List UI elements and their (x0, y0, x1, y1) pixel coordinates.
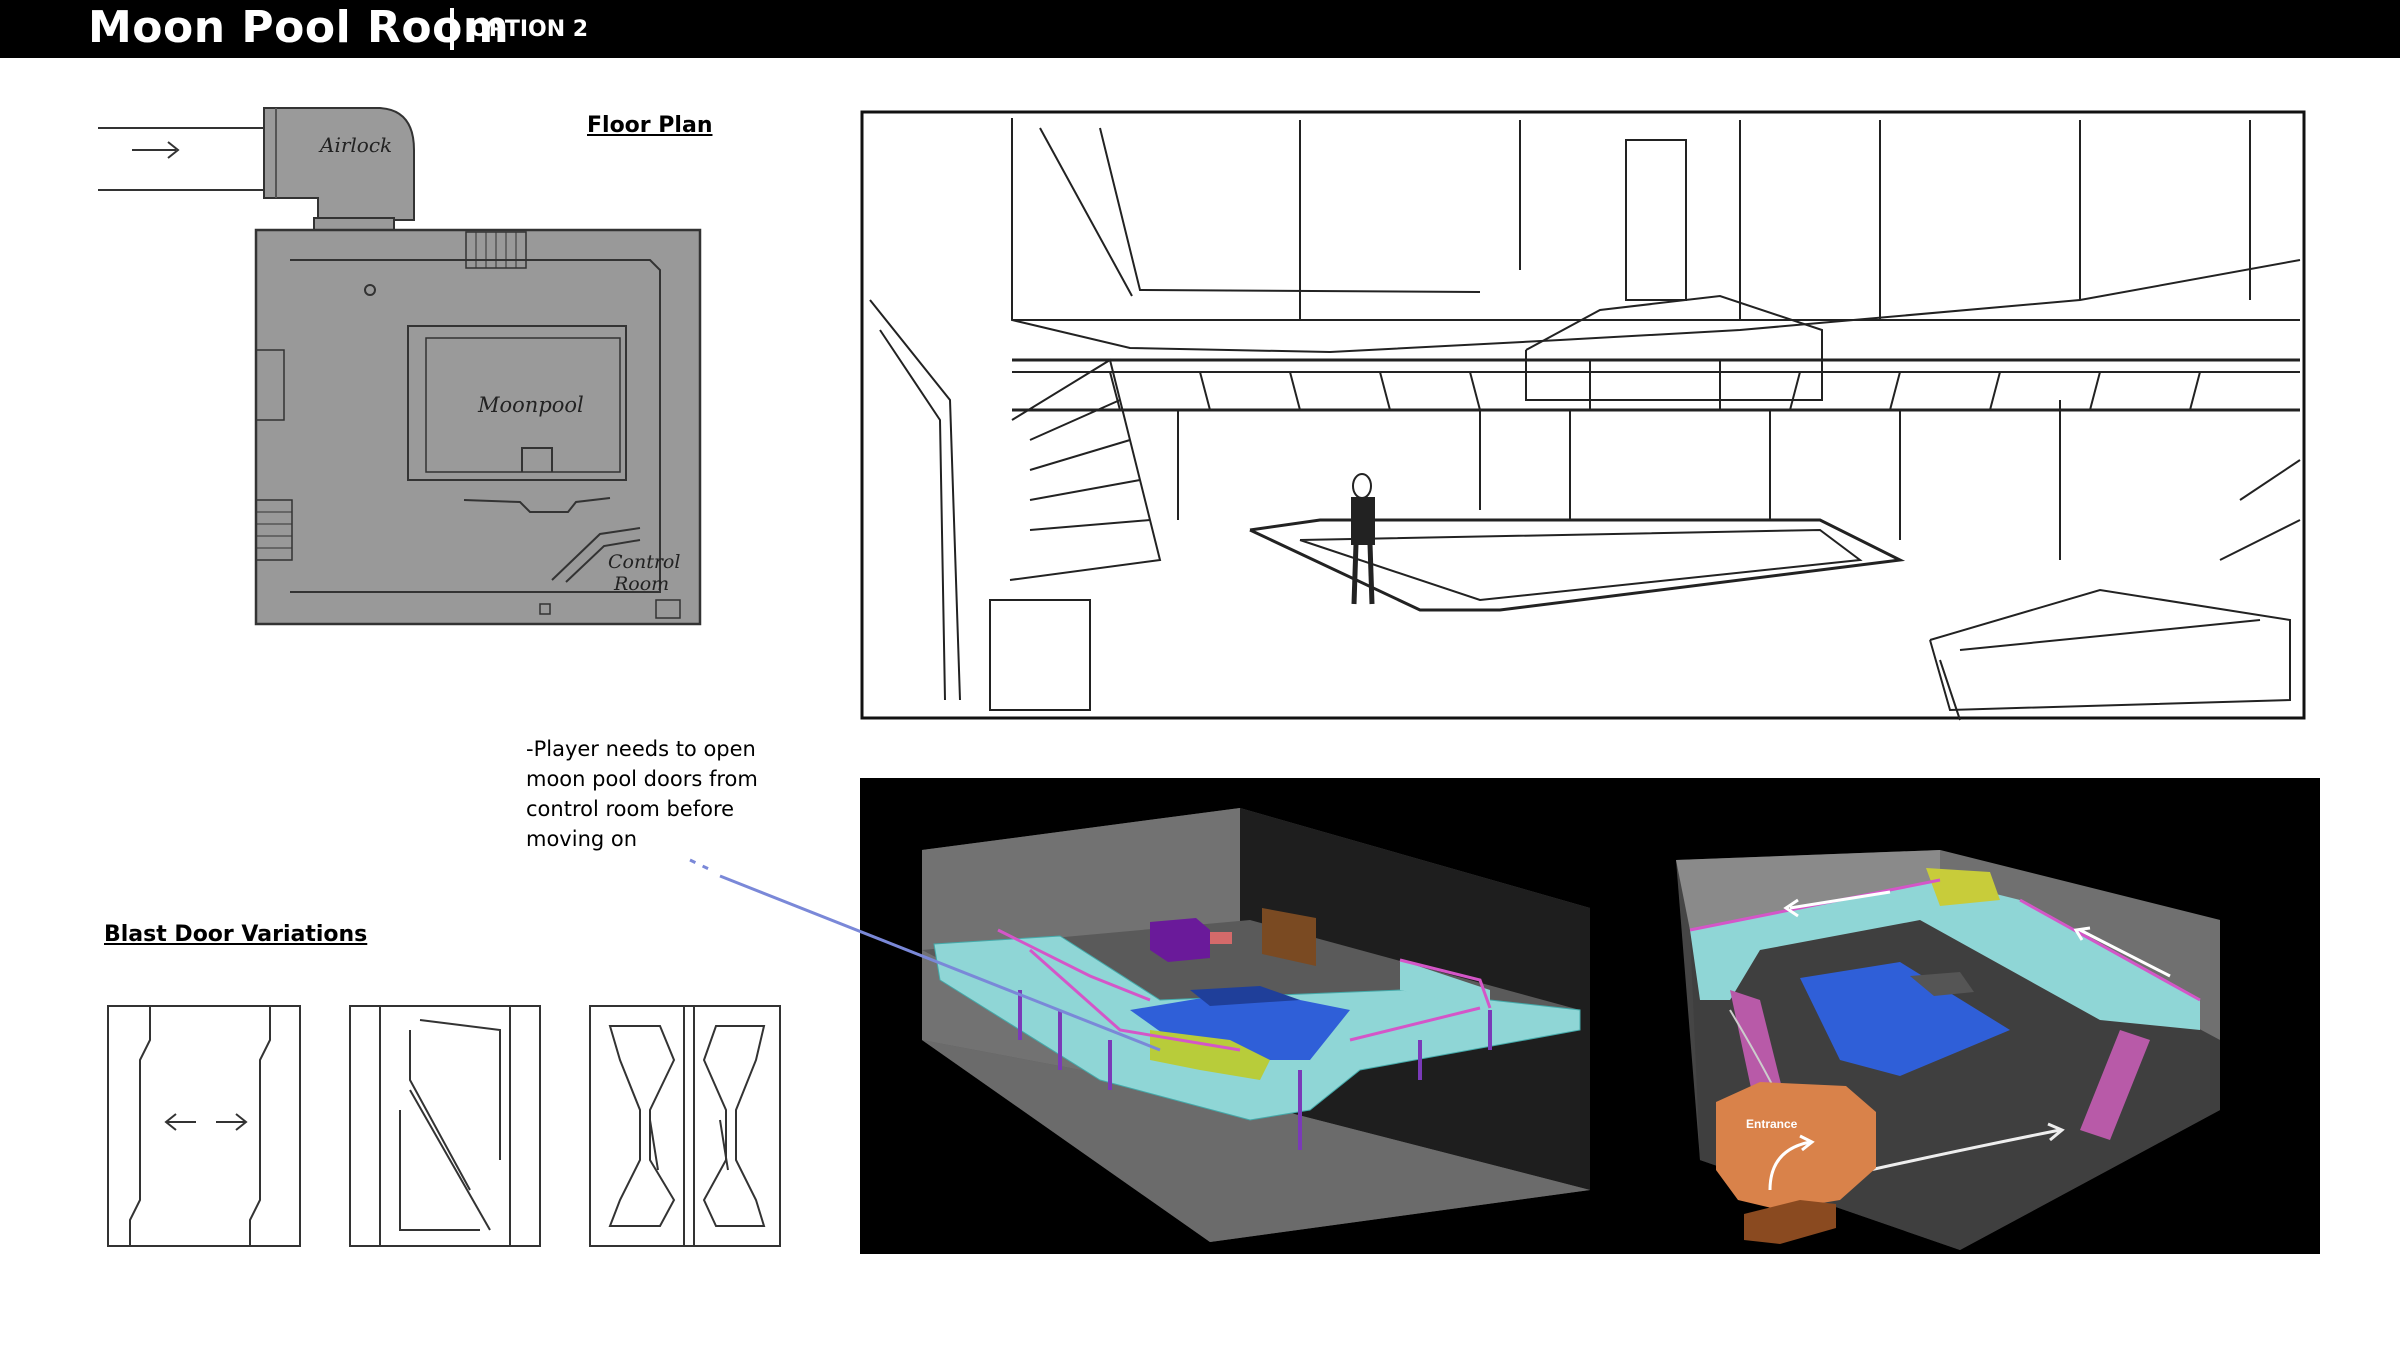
airlock-label: Airlock (318, 133, 392, 157)
note-line: -Player needs to open (526, 737, 756, 761)
render-right-room (1676, 850, 2220, 1250)
annotation-leader (719, 874, 1161, 1052)
floor-plan-heading: Floor Plan (587, 113, 713, 138)
control-room-label: Control (608, 551, 680, 573)
blast-door-option-1 (107, 1005, 301, 1247)
render-left-room (922, 808, 1590, 1242)
page-subtitle: OPTION 2 (470, 17, 589, 42)
page-title: Moon Pool Room (88, 2, 510, 53)
note-line: moving on (526, 827, 638, 851)
moonpool-label: Moonpool (477, 393, 584, 417)
annotation-leader (689, 858, 716, 874)
header-bar (0, 0, 2400, 58)
design-note: -Player needs to open moon pool doors fr… (526, 734, 826, 854)
main-room (254, 228, 702, 626)
control-room-label: Room (613, 573, 669, 595)
title-separator (450, 8, 454, 50)
blast-door-option-2 (349, 1005, 541, 1247)
entrance-label: Entrance (1746, 1117, 1798, 1131)
blast-door-option-3 (589, 1005, 781, 1247)
note-line: moon pool doors from (526, 767, 758, 791)
note-line: control room before (526, 797, 735, 821)
blast-door-heading: Blast Door Variations (104, 922, 368, 947)
